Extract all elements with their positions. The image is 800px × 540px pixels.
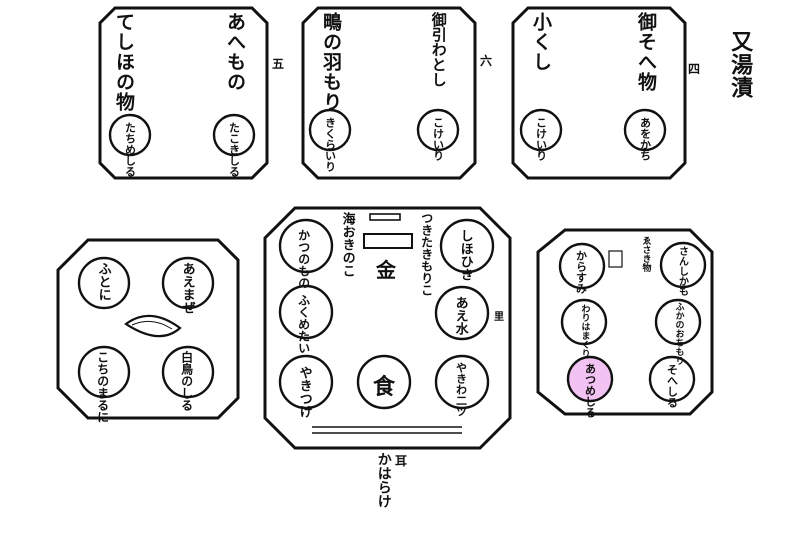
- dish-circle: [212, 113, 256, 157]
- dish-label: こちのまるに: [95, 351, 110, 423]
- dish-circle: [278, 218, 334, 274]
- mark-ri: 里: [494, 312, 504, 323]
- heading-shigi: 鴫の羽もり: [319, 12, 342, 112]
- dish-label: ふくめたい: [296, 294, 311, 354]
- dish-label: きくらいり: [323, 117, 337, 172]
- dish-circle: [659, 241, 707, 289]
- dish-circle: [278, 284, 334, 340]
- dish-label: こけいり: [431, 117, 445, 161]
- label-box: [363, 233, 413, 249]
- dish-circle: [161, 345, 215, 399]
- chopstick-rest-icon: [369, 213, 401, 221]
- dish-label: たちめしる: [123, 122, 137, 177]
- dish-label: 白鳥のしる: [179, 351, 194, 411]
- dish-label: からすみ: [574, 250, 588, 294]
- dish-label-highlighted: あつめしる: [583, 363, 597, 418]
- dish-circle: [648, 355, 696, 403]
- dish-circle: [439, 218, 495, 274]
- dish-label: ふかのおちもり: [673, 302, 684, 365]
- dish-circle: [308, 108, 352, 152]
- heading-teshiho: てしほの物: [112, 12, 135, 112]
- heading-kogushi: 小くし: [529, 12, 552, 72]
- dish-circle: [416, 108, 460, 152]
- dish-label: やきわ二ツ: [454, 362, 468, 417]
- small-box-icon: [608, 250, 623, 268]
- heading-osoemono: 御そへ物: [634, 12, 657, 92]
- dish-label: かつのもの: [296, 229, 311, 289]
- dish-circle: [434, 285, 490, 341]
- caption-kawarake: かはらけ: [375, 452, 392, 508]
- dish-label: そへしる: [665, 364, 679, 408]
- tray-number-four: 四: [688, 62, 701, 76]
- fish-plate-detail: [131, 320, 173, 330]
- dish-circle: [519, 108, 563, 152]
- caption-tsukitake: つきたきもりこ: [419, 212, 434, 296]
- dish-circle: [278, 354, 334, 410]
- heading-aemono: あへもの: [223, 12, 246, 92]
- dish-circle: [356, 354, 412, 410]
- dish-circle: [434, 354, 490, 410]
- fish-plate-icon: [124, 314, 182, 338]
- caption-umi: 海おきのこ: [339, 212, 355, 277]
- dish-label: しほひき: [457, 229, 473, 281]
- dish-circle: [560, 298, 608, 346]
- dish-label: あをかち: [638, 117, 652, 161]
- dish-circle: [77, 345, 131, 399]
- dish-circle: [108, 113, 152, 157]
- dish-label: わりはまぐり: [579, 304, 590, 358]
- label-food: 食: [373, 374, 396, 400]
- dish-circle: [77, 256, 131, 310]
- dish-label: こけいり: [534, 117, 548, 161]
- dish-circle: [161, 256, 215, 310]
- caption-esaki: ゑさき物: [640, 236, 651, 272]
- dish-circle: [654, 298, 702, 346]
- dish-circle-highlighted: [566, 355, 614, 403]
- dish-label: あえまぜ: [179, 262, 195, 314]
- dish-label: ふとに: [95, 262, 111, 301]
- dish-label: さんしかも: [676, 246, 688, 296]
- tray-number-six: 六: [480, 54, 493, 68]
- dish-circle: [558, 242, 606, 290]
- dish-label: たこきしる: [227, 122, 241, 177]
- label-mimi: 耳: [395, 454, 408, 468]
- label-kin: 金: [376, 258, 396, 282]
- heading-ohiki: 御引わとし: [429, 12, 448, 87]
- tray-number-five: 五: [272, 57, 285, 71]
- dish-label: やきつけ: [296, 366, 312, 418]
- dish-circle: [623, 108, 667, 152]
- dish-label: あえ水: [452, 296, 468, 335]
- page-title: 又湯漬: [727, 30, 754, 99]
